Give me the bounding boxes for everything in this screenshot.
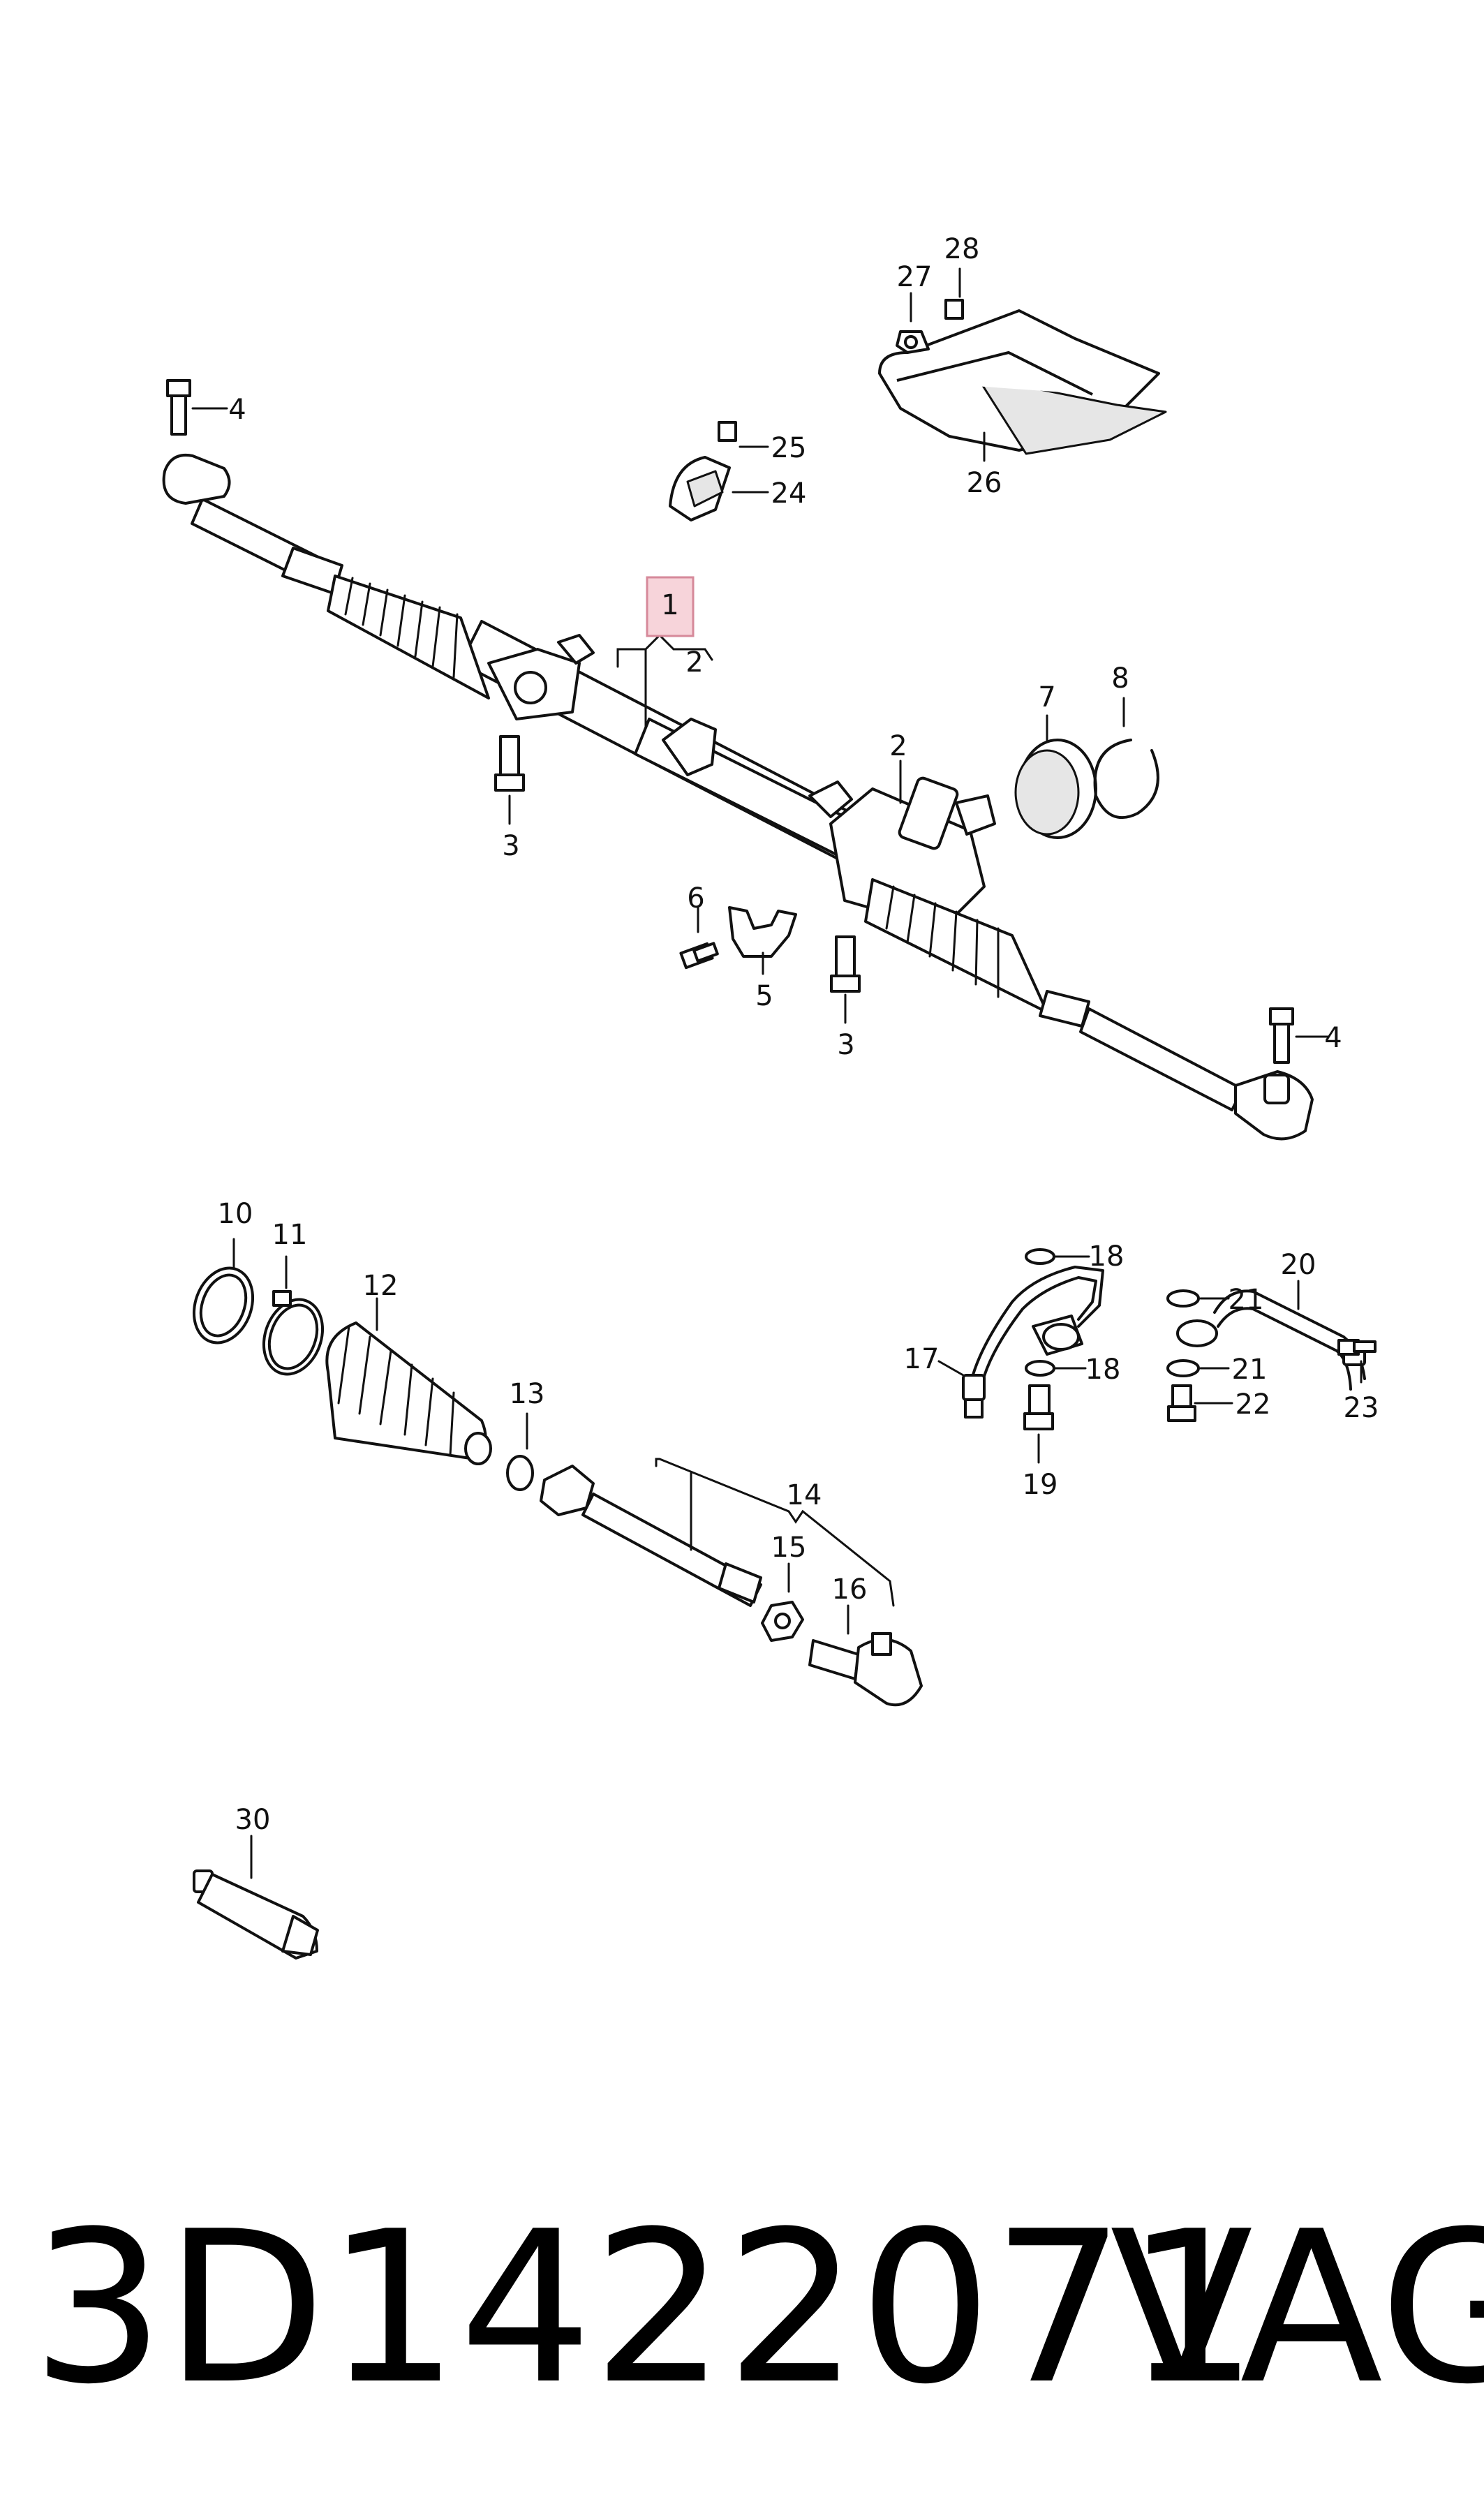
- callout-18: 18: [1089, 1241, 1125, 1273]
- callout-24: 24: [771, 477, 807, 510]
- callout-6: 6: [687, 882, 704, 914]
- callout-4: 4: [228, 394, 246, 426]
- bracket-icon: [669, 421, 769, 521]
- callout-11: 11: [272, 1219, 308, 1251]
- callout-3: 3: [837, 1029, 854, 1061]
- callout-1: 1: [661, 589, 678, 621]
- grease-tube-icon: [193, 1835, 319, 1960]
- small-clamp-icon: [506, 1412, 534, 1491]
- callout-21: 21: [1229, 1284, 1264, 1316]
- callout-12: 12: [363, 1270, 399, 1302]
- tie-rod-end-icon: [808, 1604, 923, 1707]
- callout-8: 8: [1111, 662, 1129, 695]
- callout-13: 13: [510, 1378, 545, 1410]
- callout-25: 25: [771, 432, 807, 464]
- callout-3: 3: [502, 830, 519, 862]
- clamp-icon: [262, 1255, 325, 1376]
- callout-5: 5: [755, 980, 773, 1012]
- clip-icon: [728, 906, 797, 975]
- highlight-box: [646, 576, 695, 637]
- bolt-icon: [1167, 1384, 1233, 1422]
- brand-caption: VAG: [1110, 2186, 1484, 2430]
- callout-14: 14: [787, 1479, 822, 1511]
- bolt-icon: [679, 906, 719, 970]
- heat-shield-icon: [878, 267, 1167, 462]
- part-number-caption: 3D1422071: [31, 2186, 1259, 2430]
- nut-icon: [761, 1562, 804, 1642]
- banjo-bolt-icon: [1023, 1384, 1054, 1464]
- o-ring-icon: [192, 1238, 255, 1345]
- callout-10: 10: [218, 1198, 253, 1230]
- callout-17: 17: [904, 1343, 940, 1375]
- cover-icon: [1014, 714, 1097, 839]
- callout-18: 18: [1085, 1354, 1121, 1386]
- callout-20: 20: [1281, 1249, 1316, 1281]
- callout-4: 4: [1324, 1022, 1342, 1054]
- callout-16: 16: [832, 1573, 868, 1606]
- callout-2: 2: [889, 730, 907, 762]
- bolt-icon: [166, 379, 228, 436]
- callout-30: 30: [235, 1804, 271, 1836]
- circlip-icon: [1093, 697, 1159, 820]
- bolt-icon: [1337, 1339, 1377, 1384]
- callout-2: 2: [685, 646, 703, 679]
- hydraulic-pipe-icon: [937, 1248, 1104, 1419]
- callout-7: 7: [1038, 681, 1055, 713]
- callout-19: 19: [1023, 1469, 1058, 1501]
- boot-icon: [325, 1297, 492, 1465]
- callout-28: 28: [944, 233, 980, 265]
- callout-lines: [616, 633, 902, 804]
- bolt-icon: [1269, 1007, 1329, 1064]
- inner-tie-rod-icon: [540, 1458, 895, 1607]
- bolt-icon: [494, 735, 525, 825]
- callout-26: 26: [967, 467, 1002, 499]
- bolt-icon: [830, 935, 861, 1024]
- callout-21: 21: [1232, 1354, 1268, 1386]
- steering-rack-assembly: [162, 454, 1314, 1141]
- callout-27: 27: [897, 261, 933, 293]
- callout-23: 23: [1344, 1392, 1379, 1424]
- callout-15: 15: [771, 1532, 807, 1564]
- callout-22: 22: [1236, 1388, 1271, 1421]
